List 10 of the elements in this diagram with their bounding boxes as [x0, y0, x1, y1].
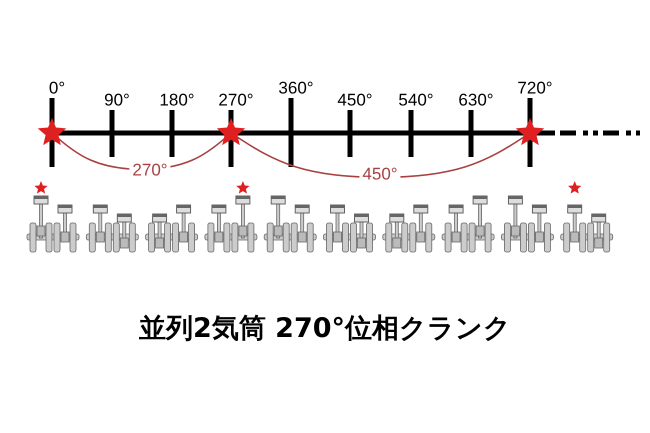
angle-label: 540° [398, 92, 434, 108]
angle-label: 450° [337, 92, 373, 108]
angle-label: 720° [517, 80, 553, 96]
diagram-title: 並列2気筒 270°位相クランク [138, 312, 512, 346]
angle-label: 90° [104, 92, 130, 108]
angle-label: 0° [48, 80, 66, 96]
angle-label: 360° [278, 80, 314, 96]
angle-label: 180° [159, 92, 195, 108]
angle-label: 630° [458, 92, 494, 108]
angle-label: 270° [218, 92, 254, 108]
